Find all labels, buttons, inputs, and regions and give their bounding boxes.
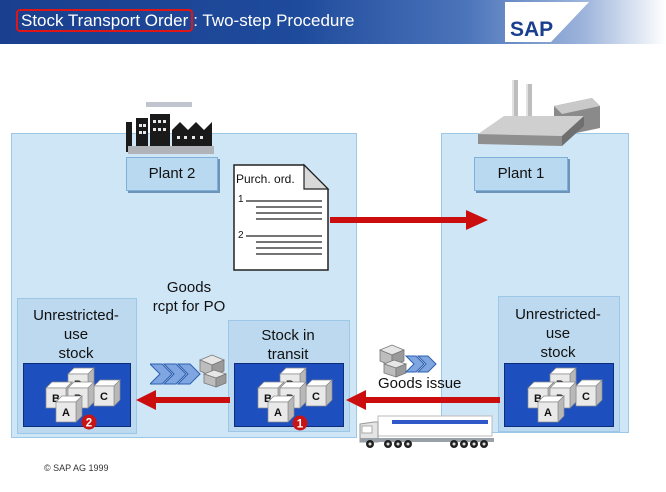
plant2-stock-line1: Unrestricted- bbox=[33, 307, 119, 324]
plant2-label: Plant 2 bbox=[126, 157, 218, 191]
cube-c-label: C bbox=[312, 391, 320, 403]
goods-issue-shipment-icon bbox=[378, 344, 437, 378]
cube-a: A bbox=[267, 395, 295, 423]
goods-receipt-arrow bbox=[136, 390, 230, 410]
sap-logo-text: SAP bbox=[510, 18, 553, 41]
plant2-stock-line3: stock bbox=[58, 345, 94, 362]
transit-stock-label: Stock in transit bbox=[228, 326, 348, 364]
step-1-number: 1 bbox=[297, 418, 304, 430]
title-highlight: Stock Transport Order bbox=[16, 9, 194, 32]
goods-issue-arrow bbox=[346, 390, 500, 410]
po-item-1: 1 bbox=[238, 194, 244, 205]
cube-c-label: C bbox=[582, 391, 590, 403]
cube-a-label: A bbox=[62, 407, 70, 419]
cube-a-label: A bbox=[544, 407, 552, 419]
po-arrow bbox=[330, 210, 488, 230]
purchase-order-document bbox=[233, 163, 330, 271]
cube-c: C bbox=[305, 379, 333, 407]
cube-b-left-label: B bbox=[534, 393, 542, 405]
plant2-stock-label: Unrestricted- use stock bbox=[17, 306, 135, 363]
cube-c: C bbox=[575, 379, 603, 407]
plant2-stock-cubes-svg: BCBBA bbox=[45, 367, 121, 423]
title-rest: : Two-step Procedure bbox=[193, 11, 355, 30]
cube-c-label: C bbox=[100, 391, 108, 403]
cube-a: A bbox=[537, 395, 565, 423]
plant1-stock-line2: use bbox=[545, 325, 571, 342]
goods-receipt-line1: Goods bbox=[166, 279, 212, 296]
slide-title: Stock Transport Order: Two-step Procedur… bbox=[16, 8, 355, 34]
cube-a-label: A bbox=[274, 407, 282, 419]
plant1-stock-cubes-svg: BCBBA bbox=[527, 367, 603, 423]
step-2-number: 2 bbox=[86, 417, 92, 429]
factory-icon bbox=[126, 102, 214, 154]
transit-stock-cubes: BCBBA bbox=[248, 366, 338, 424]
po-item-2: 2 bbox=[238, 230, 244, 241]
transit-stock-cubes-svg: BCBBA bbox=[257, 367, 333, 423]
cube-c: C bbox=[93, 379, 121, 407]
transit-stock-line2: transit bbox=[267, 346, 309, 363]
plant2-stock-cubes: BCBBA bbox=[36, 366, 126, 424]
plant1-stock-label: Unrestricted- use stock bbox=[498, 305, 618, 362]
step-1-badge: 1 bbox=[292, 415, 308, 431]
plant1-stock-line3: stock bbox=[540, 344, 576, 361]
step-2-badge: 2 bbox=[81, 414, 97, 430]
sap-logo: SAP bbox=[505, 2, 589, 42]
truck-icon bbox=[359, 415, 494, 448]
purchase-order-title: Purch. ord. bbox=[236, 172, 295, 186]
plant1-factory-icon bbox=[478, 80, 600, 146]
shipment-chevron-icon bbox=[150, 354, 228, 388]
plant2-stock-line2: use bbox=[63, 326, 89, 343]
goods-receipt-label: Goods rcpt for PO bbox=[137, 278, 241, 316]
copyright-footer: © SAP AG 1999 bbox=[44, 463, 109, 473]
transit-stock-line1: Stock in bbox=[261, 327, 315, 344]
cube-b-left-label: B bbox=[264, 393, 272, 405]
plant1-stock-line1: Unrestricted- bbox=[515, 306, 601, 323]
cube-b-left-label: B bbox=[52, 393, 60, 405]
plant1-label: Plant 1 bbox=[474, 157, 568, 191]
cube-a: A bbox=[55, 395, 83, 423]
plant1-stock-cubes: BCBBA bbox=[518, 366, 608, 424]
goods-issue-label: Goods issue bbox=[378, 375, 462, 392]
goods-receipt-line2: rcpt for PO bbox=[152, 298, 226, 315]
